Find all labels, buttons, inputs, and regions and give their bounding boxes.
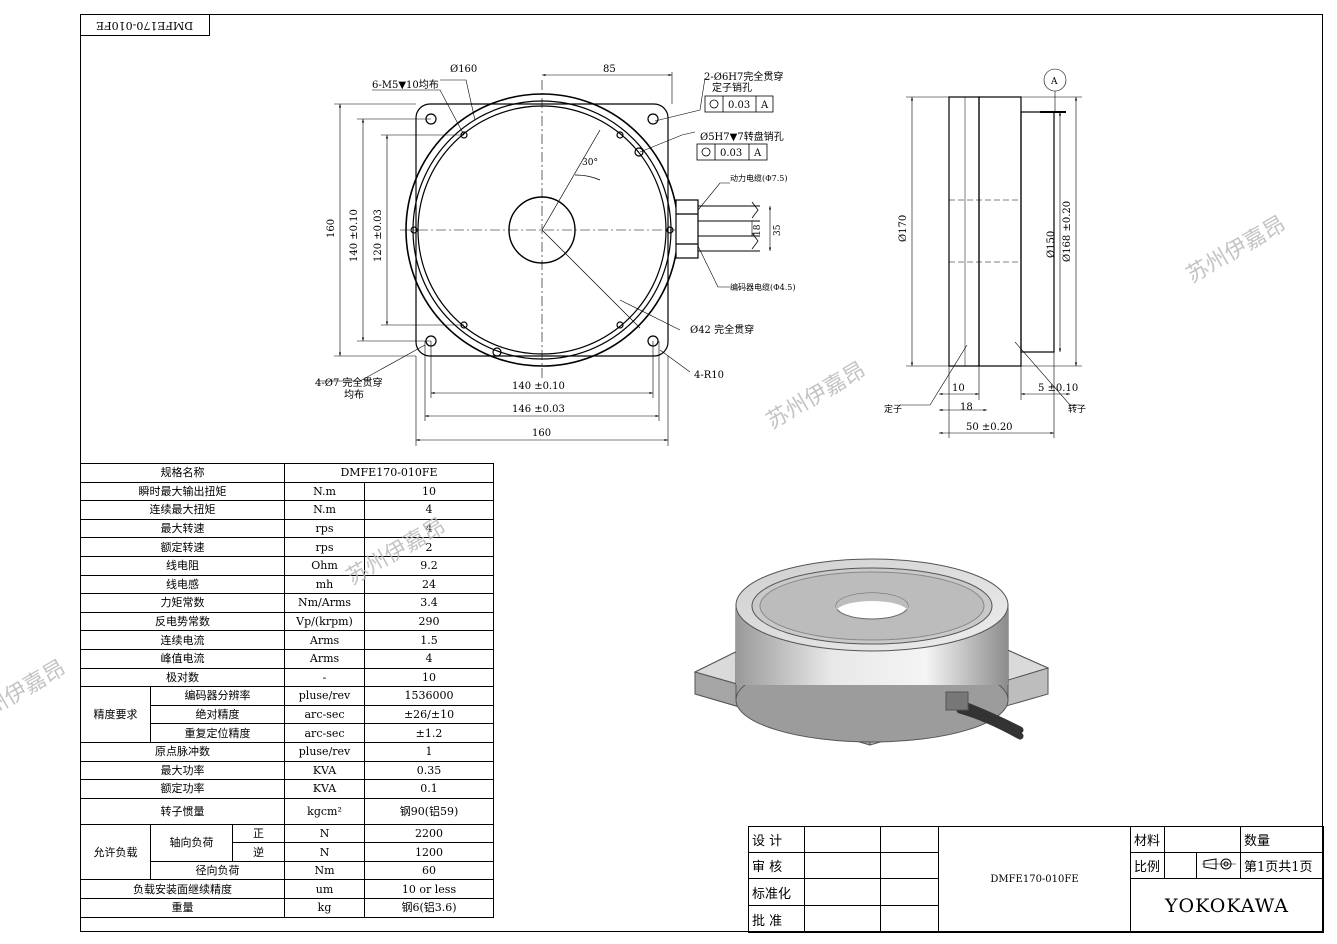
tol-datum-1: A xyxy=(760,100,769,111)
dim-18-cable: 18 xyxy=(753,224,763,236)
dim-r10: 4-R10 xyxy=(694,370,724,381)
table-row: 极对数-10 xyxy=(79,667,495,688)
label-encoder-cable: 编码器电缆(Φ4.5) xyxy=(730,282,796,292)
title-model: DMFE170-010FE xyxy=(938,826,1131,933)
front-view xyxy=(400,80,760,380)
dim-d42: Ø42 完全贯穿 xyxy=(690,323,754,336)
label-quantity: 数量 xyxy=(1240,826,1324,853)
spec-header-label: 规格名称 xyxy=(79,463,286,483)
label-design: 设 计 xyxy=(748,826,805,853)
title-block: 设 计 DMFE170-010FE 材料 数量 审 核 比例 第1页共1页 标准… xyxy=(748,826,1324,933)
dim-120-vert: 120 ±0.03 xyxy=(373,209,384,262)
dim-d168: Ø168 ±0.20 xyxy=(1062,201,1073,262)
tol-value-1: 0.03 xyxy=(728,100,750,111)
dim-4-d7-a: 4-Ø7 完全贯穿 xyxy=(315,376,382,389)
spec-header-row: 规格名称 DMFE170-010FE xyxy=(79,463,495,483)
spec-header-value: DMFE170-010FE xyxy=(284,463,495,483)
dim-diameter-160: Ø160 xyxy=(450,64,477,75)
tol-datum-2: A xyxy=(753,148,762,159)
dim-pin-hole-a: 2-Ø6H7完全贯穿 xyxy=(704,70,783,83)
tolerance-frames xyxy=(696,95,774,161)
label-scale: 比例 xyxy=(1130,852,1165,879)
label-power-cable: 动力电缆(Φ7.5) xyxy=(730,173,788,183)
label-material: 材料 xyxy=(1130,826,1165,853)
label-approve: 批 准 xyxy=(748,905,805,933)
precision-group-label: 精度要求 xyxy=(80,686,151,743)
side-view xyxy=(948,96,1066,367)
projection-symbol-icon xyxy=(1196,852,1241,879)
drawing-code-stamp: DMFE170-010FE xyxy=(80,14,210,36)
label-stator: 定子 xyxy=(884,403,902,415)
tol-value-2: 0.03 xyxy=(720,148,742,159)
dim-4-d7-b: 均布 xyxy=(344,389,364,401)
datum-a-marker: A xyxy=(1050,77,1058,87)
dim-140-vert: 140 ±0.10 xyxy=(349,209,360,262)
dim-side-50: 50 ±0.20 xyxy=(966,422,1013,433)
dim-pin-hole-b: 定子销孔 xyxy=(712,81,752,94)
dim-146-horiz: 146 ±0.03 xyxy=(512,404,565,415)
dim-160-vert: 160 xyxy=(326,219,337,238)
dim-35-cable: 35 xyxy=(773,224,783,236)
axial-load-label: 轴向负荷 xyxy=(150,823,233,862)
motor-3d-render xyxy=(693,558,1050,746)
load-group-label: 允许负载 xyxy=(80,823,151,881)
dim-140-horiz: 140 ±0.10 xyxy=(512,381,565,392)
dim-m5-holes: 6-M5▼10均布 xyxy=(372,79,439,91)
dim-pin2: Ø5H7▼7转盘销孔 xyxy=(700,130,784,143)
dim-side-18: 18 xyxy=(960,402,973,413)
label-standard: 标准化 xyxy=(748,878,805,906)
dim-160-horiz: 160 xyxy=(532,428,551,439)
dim-d170: Ø170 xyxy=(898,215,909,242)
page-indicator: 第1页共1页 xyxy=(1240,852,1324,879)
dim-d150: Ø150 xyxy=(1046,231,1057,258)
label-rotor: 转子 xyxy=(1068,403,1086,415)
dim-side-5: 5 ±0.10 xyxy=(1038,383,1078,394)
company-name: YOKOKAWA xyxy=(1130,878,1324,933)
dim-85: 85 xyxy=(603,64,616,75)
dim-angle: 30° xyxy=(582,158,598,168)
label-review: 审 核 xyxy=(748,852,805,879)
dim-side-10: 10 xyxy=(952,383,965,394)
